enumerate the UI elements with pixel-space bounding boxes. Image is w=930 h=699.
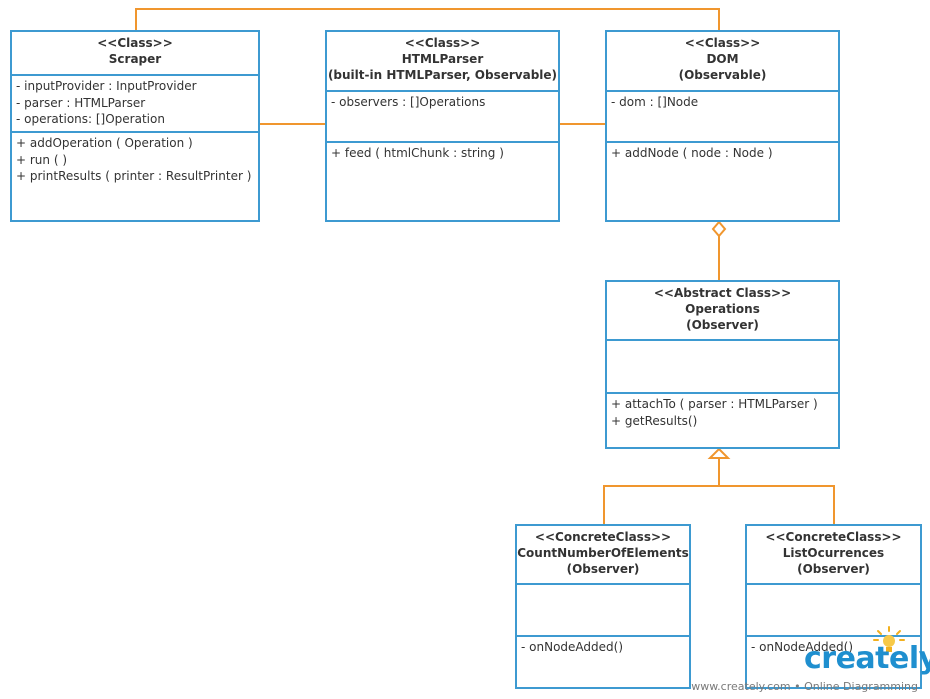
aggregation-diamond [711, 220, 727, 238]
attribute: - operations: []Operation [16, 112, 165, 126]
class-attributes [747, 585, 920, 637]
class-header: <<Abstract Class>> Operations (Observer) [607, 282, 838, 341]
class-methods: - onNodeAdded() [747, 637, 920, 656]
class-stereotype: <<Class>> [684, 36, 761, 50]
class-attributes [517, 585, 689, 637]
method: + addOperation ( Operation ) [16, 136, 193, 150]
class-subtitle: (Observable) [678, 68, 767, 82]
class-header: <<ConcreteClass>> CountNumberOfElements … [517, 526, 689, 585]
class-attributes [607, 341, 838, 394]
method: + addNode ( node : Node ) [611, 146, 773, 160]
class-header: <<Class>> DOM (Observable) [607, 32, 838, 92]
class-attributes: - dom : []Node [607, 92, 838, 143]
class-scraper[interactable]: <<Class>> Scraper - inputProvider : Inpu… [10, 30, 260, 222]
association-scraper-dom [135, 8, 720, 30]
class-attributes: - inputProvider : InputProvider - parser… [12, 76, 258, 133]
generalization-triangle [707, 447, 731, 459]
class-subtitle: (Observer) [797, 562, 870, 576]
class-stereotype: <<ConcreteClass>> [765, 530, 902, 544]
method: + printResults ( printer : ResultPrinter… [16, 169, 252, 183]
class-name: Scraper [108, 52, 162, 66]
class-methods: + addOperation ( Operation ) + run ( ) +… [12, 133, 258, 185]
method: - onNodeAdded() [751, 640, 854, 654]
class-header: <<Class>> HTMLParser (built-in HTMLParse… [327, 32, 558, 92]
class-dom[interactable]: <<Class>> DOM (Observable) - dom : []Nod… [605, 30, 840, 222]
class-htmlparser[interactable]: <<Class>> HTMLParser (built-in HTMLParse… [325, 30, 560, 222]
class-methods: + feed ( htmlChunk : string ) [327, 143, 558, 162]
class-subtitle: (built-in HTMLParser, Observable) [327, 68, 558, 82]
attribute: - inputProvider : InputProvider [16, 79, 197, 93]
attribute: - parser : HTMLParser [16, 95, 146, 110]
class-methods: - onNodeAdded() [517, 637, 689, 656]
class-methods: + attachTo ( parser : HTMLParser ) + get… [607, 394, 838, 429]
class-name: ListOcurrences [782, 546, 885, 560]
generalization-branch [603, 485, 835, 525]
class-subtitle: (Observer) [686, 318, 759, 332]
class-methods: + addNode ( node : Node ) [607, 143, 838, 162]
method: + attachTo ( parser : HTMLParser ) [611, 397, 818, 411]
class-header: <<ConcreteClass>> ListOcurrences (Observ… [747, 526, 920, 585]
method: + run ( ) [16, 152, 68, 167]
class-list-ocurrences[interactable]: <<ConcreteClass>> ListOcurrences (Observ… [745, 524, 922, 689]
class-name: DOM [706, 52, 739, 66]
lightbulb-icon [873, 626, 905, 652]
class-stereotype: <<Class>> [97, 36, 173, 50]
method: + feed ( htmlChunk : string ) [331, 146, 504, 160]
creately-logo: creately [804, 641, 930, 676]
attribute: - dom : []Node [611, 95, 699, 109]
class-header: <<Class>> Scraper [12, 32, 258, 76]
class-operations[interactable]: <<Abstract Class>> Operations (Observer)… [605, 280, 840, 449]
attribute: - observers : []Operations [331, 95, 486, 109]
class-count-number-of-elements[interactable]: <<ConcreteClass>> CountNumberOfElements … [515, 524, 691, 689]
watermark-text: www.creately.com • Online Diagramming [691, 680, 918, 693]
class-subtitle: (Observer) [566, 562, 640, 576]
method: - onNodeAdded() [521, 640, 624, 654]
class-stereotype: <<Abstract Class>> [653, 286, 792, 300]
class-stereotype: <<ConcreteClass>> [534, 530, 672, 544]
class-name: HTMLParser [401, 52, 484, 66]
class-stereotype: <<Class>> [404, 36, 481, 50]
class-name: Operations [685, 302, 760, 316]
class-attributes: - observers : []Operations [327, 92, 558, 143]
class-name: CountNumberOfElements [517, 546, 689, 560]
method: + getResults() [611, 413, 698, 428]
